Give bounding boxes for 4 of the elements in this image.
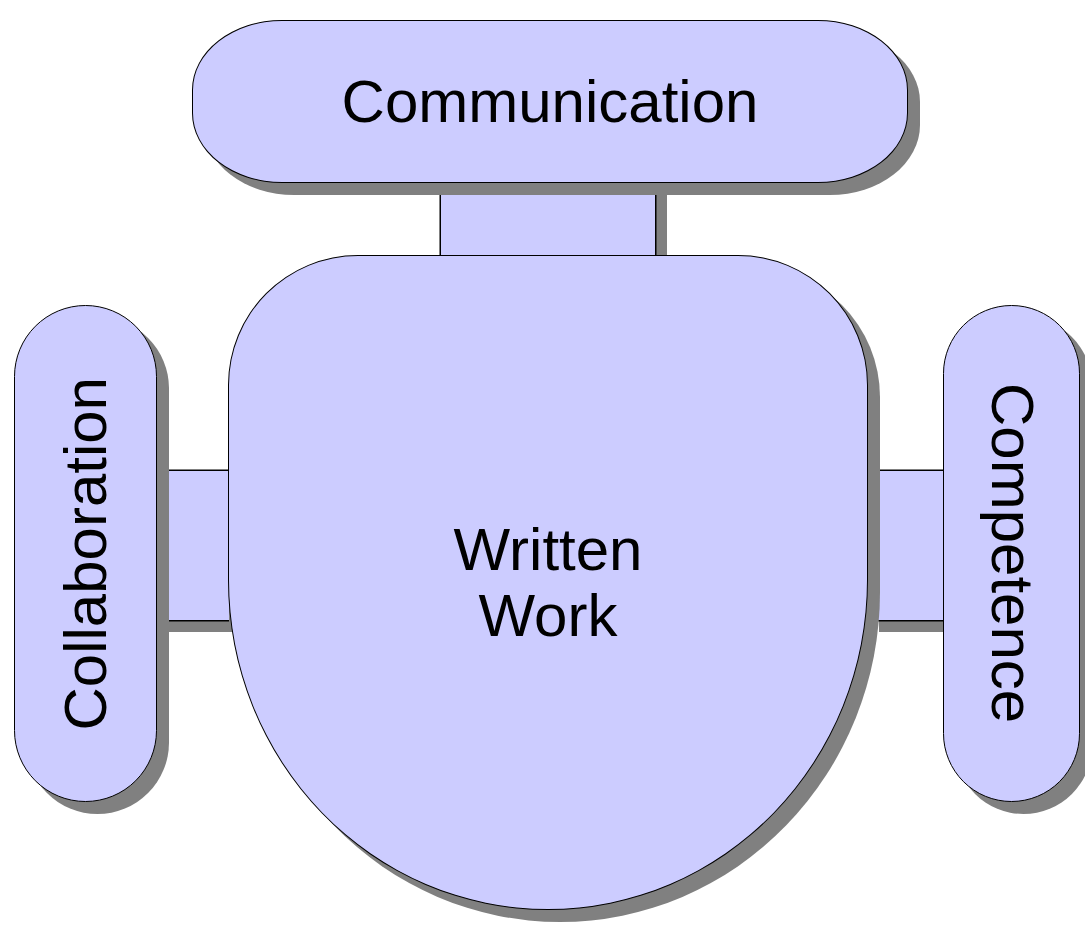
node-label: Competence (978, 383, 1045, 724)
node-label: Communication (341, 68, 759, 135)
node-label: Written Work (452, 516, 644, 649)
node-label: Collaboration (52, 376, 119, 731)
